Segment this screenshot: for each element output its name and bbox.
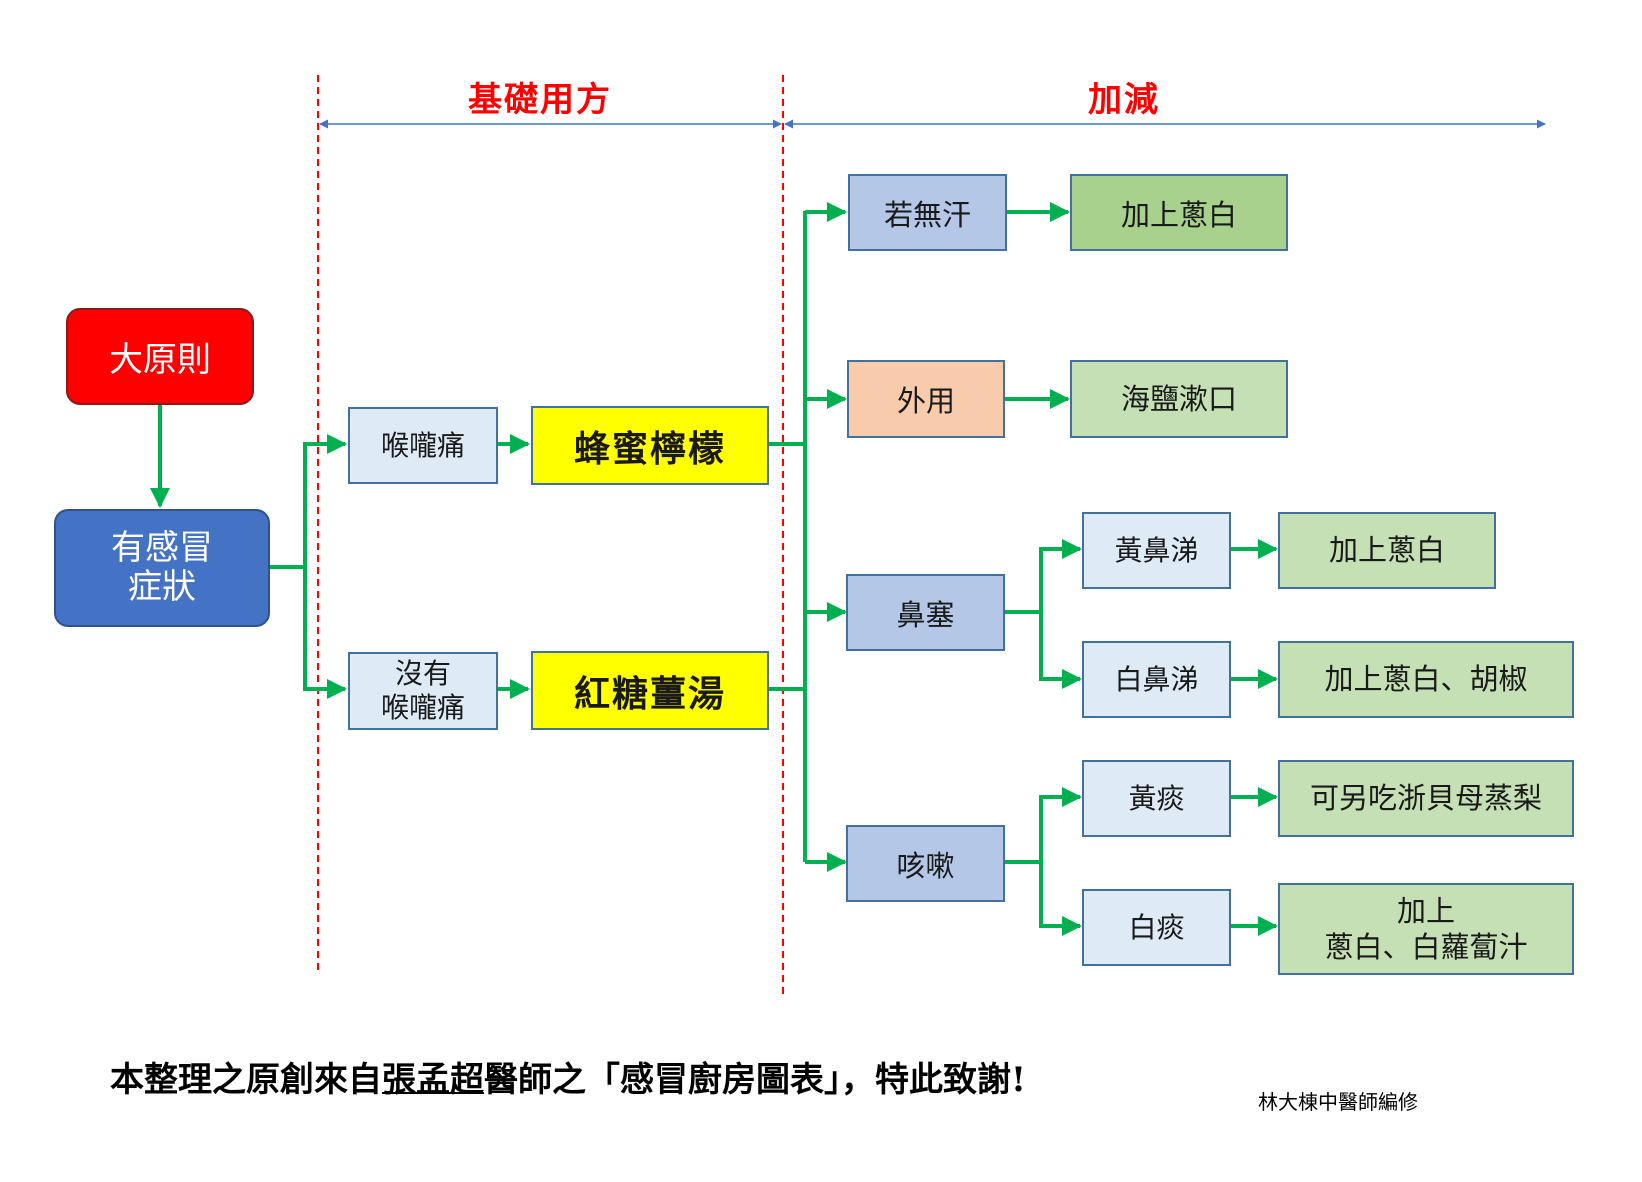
node-cold-symptom: 有感冒 症狀: [54, 509, 270, 627]
node-white-mucus: 白鼻涕: [1082, 641, 1231, 718]
node-cough: 咳嗽: [846, 825, 1005, 902]
footer-author: 張孟超: [382, 1060, 484, 1100]
footer-prefix: 本整理之原創來自: [110, 1060, 382, 1100]
connector-cough-split: [1005, 787, 1082, 864]
editor-credit: 林大棟中醫師編修: [1258, 1090, 1418, 1114]
connector-nasal-split: [1005, 539, 1082, 614]
node-no-sore-throat: 沒有 喉嚨痛: [348, 652, 498, 730]
node-salt-gargle: 海鹽漱口: [1070, 360, 1288, 438]
footer-suffix: 醫師之「感冒廚房圖表」，特此致謝!: [484, 1060, 1026, 1100]
footer-acknowledgement: 本整理之原創來自張孟超醫師之「感冒廚房圖表」，特此致謝!: [110, 1052, 1026, 1101]
node-add-scallion-radish: 加上 蔥白、白蘿蔔汁: [1278, 883, 1574, 975]
node-add-scallion-yellow: 加上蔥白: [1278, 512, 1496, 589]
connector-cough-split-2: [1039, 862, 1082, 936]
node-nasal-congestion: 鼻塞: [846, 574, 1005, 651]
header-base-formula: 基礎用方: [468, 80, 612, 120]
connector-symptom-branch-2: [303, 567, 347, 699]
node-principle: 大原則: [66, 308, 254, 405]
node-yellow-phlegm: 黃痰: [1082, 760, 1231, 837]
connector-nasal-split-2: [1039, 612, 1082, 689]
header-adjustments: 加減: [1088, 80, 1160, 120]
node-brown-sugar-ginger: 紅糖薑湯: [531, 651, 769, 730]
node-honey-lemon: 蜂蜜檸檬: [531, 406, 769, 485]
node-add-scallion-nosweat: 加上蔥白: [1070, 174, 1288, 251]
node-fritillaria-pear: 可另吃浙貝母蒸梨: [1278, 760, 1574, 837]
node-sore-throat: 喉嚨痛: [348, 407, 498, 484]
node-white-phlegm: 白痰: [1082, 889, 1231, 966]
node-add-scallion-pepper: 加上蔥白、胡椒: [1278, 641, 1574, 718]
node-external-use: 外用: [847, 360, 1005, 438]
node-yellow-mucus: 黃鼻涕: [1082, 512, 1231, 589]
node-no-sweat: 若無汗: [848, 174, 1007, 251]
connector-symptom-branch: [268, 434, 347, 569]
